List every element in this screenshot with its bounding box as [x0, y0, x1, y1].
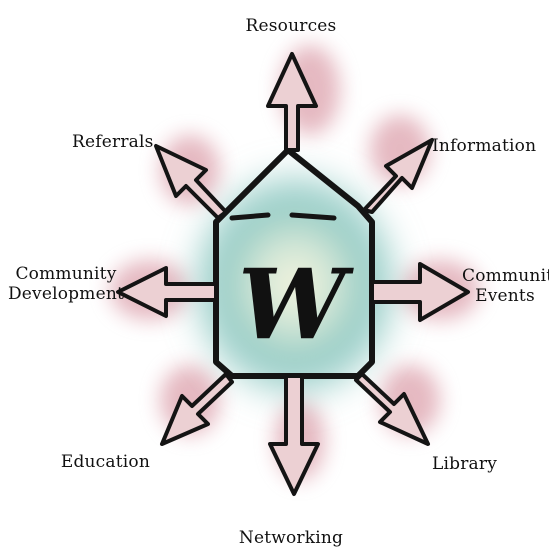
- label-library: Library: [432, 454, 512, 474]
- label-resources: Resources: [236, 16, 346, 36]
- label-referrals: Referrals: [72, 132, 172, 152]
- label-community-events-line2: Events: [462, 286, 548, 306]
- label-community-development: Community Development: [4, 264, 128, 304]
- label-education: Education: [40, 452, 150, 472]
- label-community-events: Community Events: [462, 266, 548, 306]
- label-networking: Networking: [236, 528, 346, 548]
- hub-dash-left: [232, 215, 268, 218]
- center-letter: W: [238, 248, 354, 361]
- label-community-development-line2: Development: [4, 284, 128, 304]
- label-information: Information: [432, 136, 542, 156]
- label-community-development-line1: Community: [4, 264, 128, 284]
- hub-dash-right: [292, 215, 334, 218]
- label-community-events-line1: Community: [462, 266, 548, 286]
